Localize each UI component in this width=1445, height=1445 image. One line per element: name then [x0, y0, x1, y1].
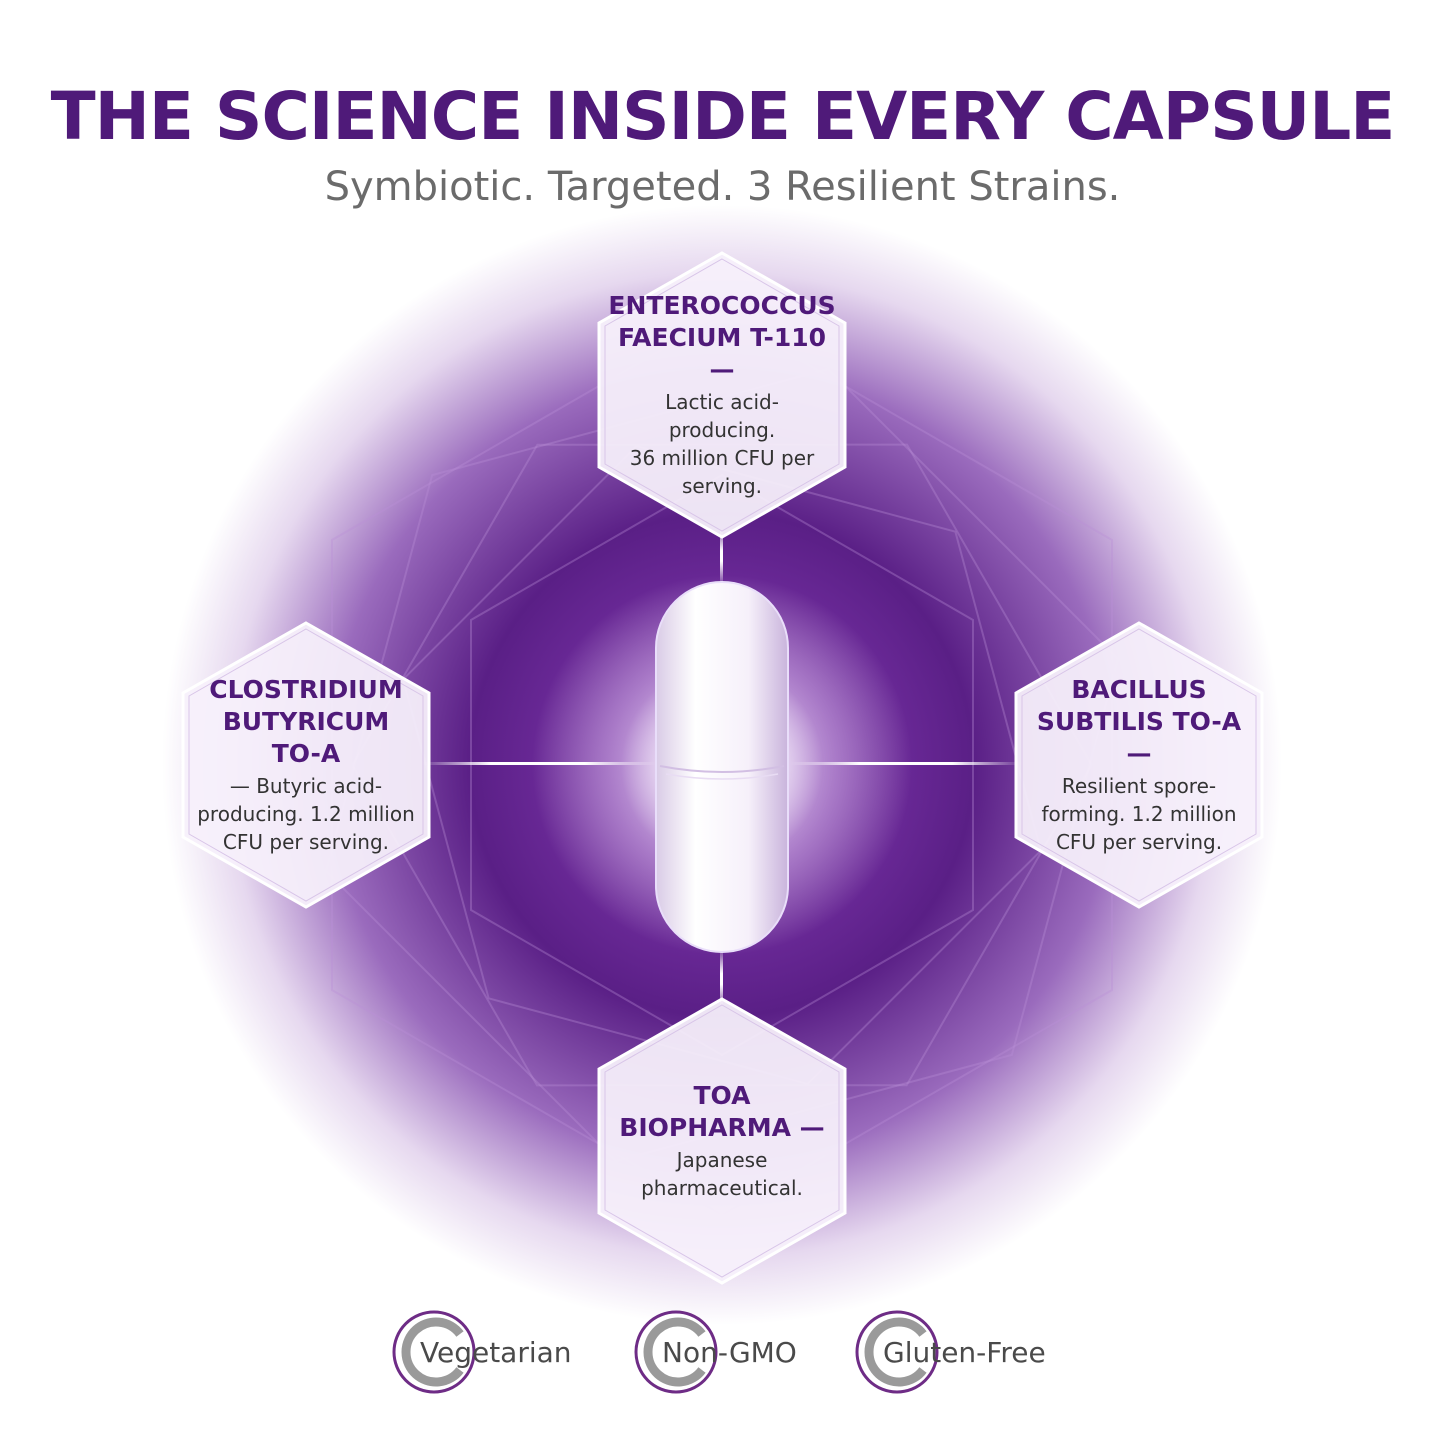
connector-line-left [420, 762, 656, 765]
badge-gluten-free: Gluten-Free [853, 1308, 1063, 1396]
badge-non-gmo: Non-GMO [632, 1308, 812, 1396]
strain-description: Japanese pharmaceutical. [641, 1148, 803, 1200]
c-ring-icon [634, 1310, 718, 1394]
strain-description: Resilient spore- forming. 1.2 million CF… [1041, 774, 1237, 854]
c-ring-icon [855, 1310, 939, 1394]
badge-label: Non-GMO [662, 1335, 797, 1369]
c-ring-icon [392, 1310, 476, 1394]
connector-line-top [720, 530, 723, 582]
page-title: THE SCIENCE INSIDE EVERY CAPSULE [50, 78, 1396, 155]
strain-title: CLOSTRIDIUM BUTYRICUM TO-A [209, 675, 403, 768]
badge-vegetarian: Vegetarian [390, 1308, 590, 1396]
page-subtitle: Symbiotic. Targeted. 3 Resilient Strains… [324, 164, 1121, 210]
hexagon-frame [181, 621, 431, 909]
strain-title: ENTEROCOCCUS FAECIUM T-110 — [608, 291, 836, 384]
hexagon-frame [597, 251, 847, 539]
hexagon-frame [1014, 621, 1264, 909]
capsule-icon [655, 581, 789, 953]
strain-title: TOA BIOPHARMA — [619, 1081, 825, 1142]
badge-label: Vegetarian [420, 1335, 572, 1369]
strain-title: BACILLUS SUBTILIS TO-A — [1036, 675, 1242, 768]
strain-card-enterococcus: ENTEROCOCCUS FAECIUM T-110 — Lactic acid… [594, 250, 850, 540]
strain-card-clostridium: CLOSTRIDIUM BUTYRICUM TO-A — Butyric aci… [178, 620, 434, 910]
strain-card-bacillus: BACILLUS SUBTILIS TO-A — Resilient spore… [1011, 620, 1267, 910]
strain-description: — Butyric acid- producing. 1.2 million C… [197, 774, 415, 854]
strain-description: Lactic acid-producing. 36 million CFU pe… [629, 390, 815, 498]
hexagon-frame [597, 997, 847, 1285]
connector-line-bottom [720, 952, 723, 1006]
connector-line-right [790, 762, 1022, 765]
strain-card-toa-biopharma: TOA BIOPHARMA — Japanese pharmaceutical. [594, 996, 850, 1286]
badge-label: Gluten-Free [883, 1335, 1046, 1369]
